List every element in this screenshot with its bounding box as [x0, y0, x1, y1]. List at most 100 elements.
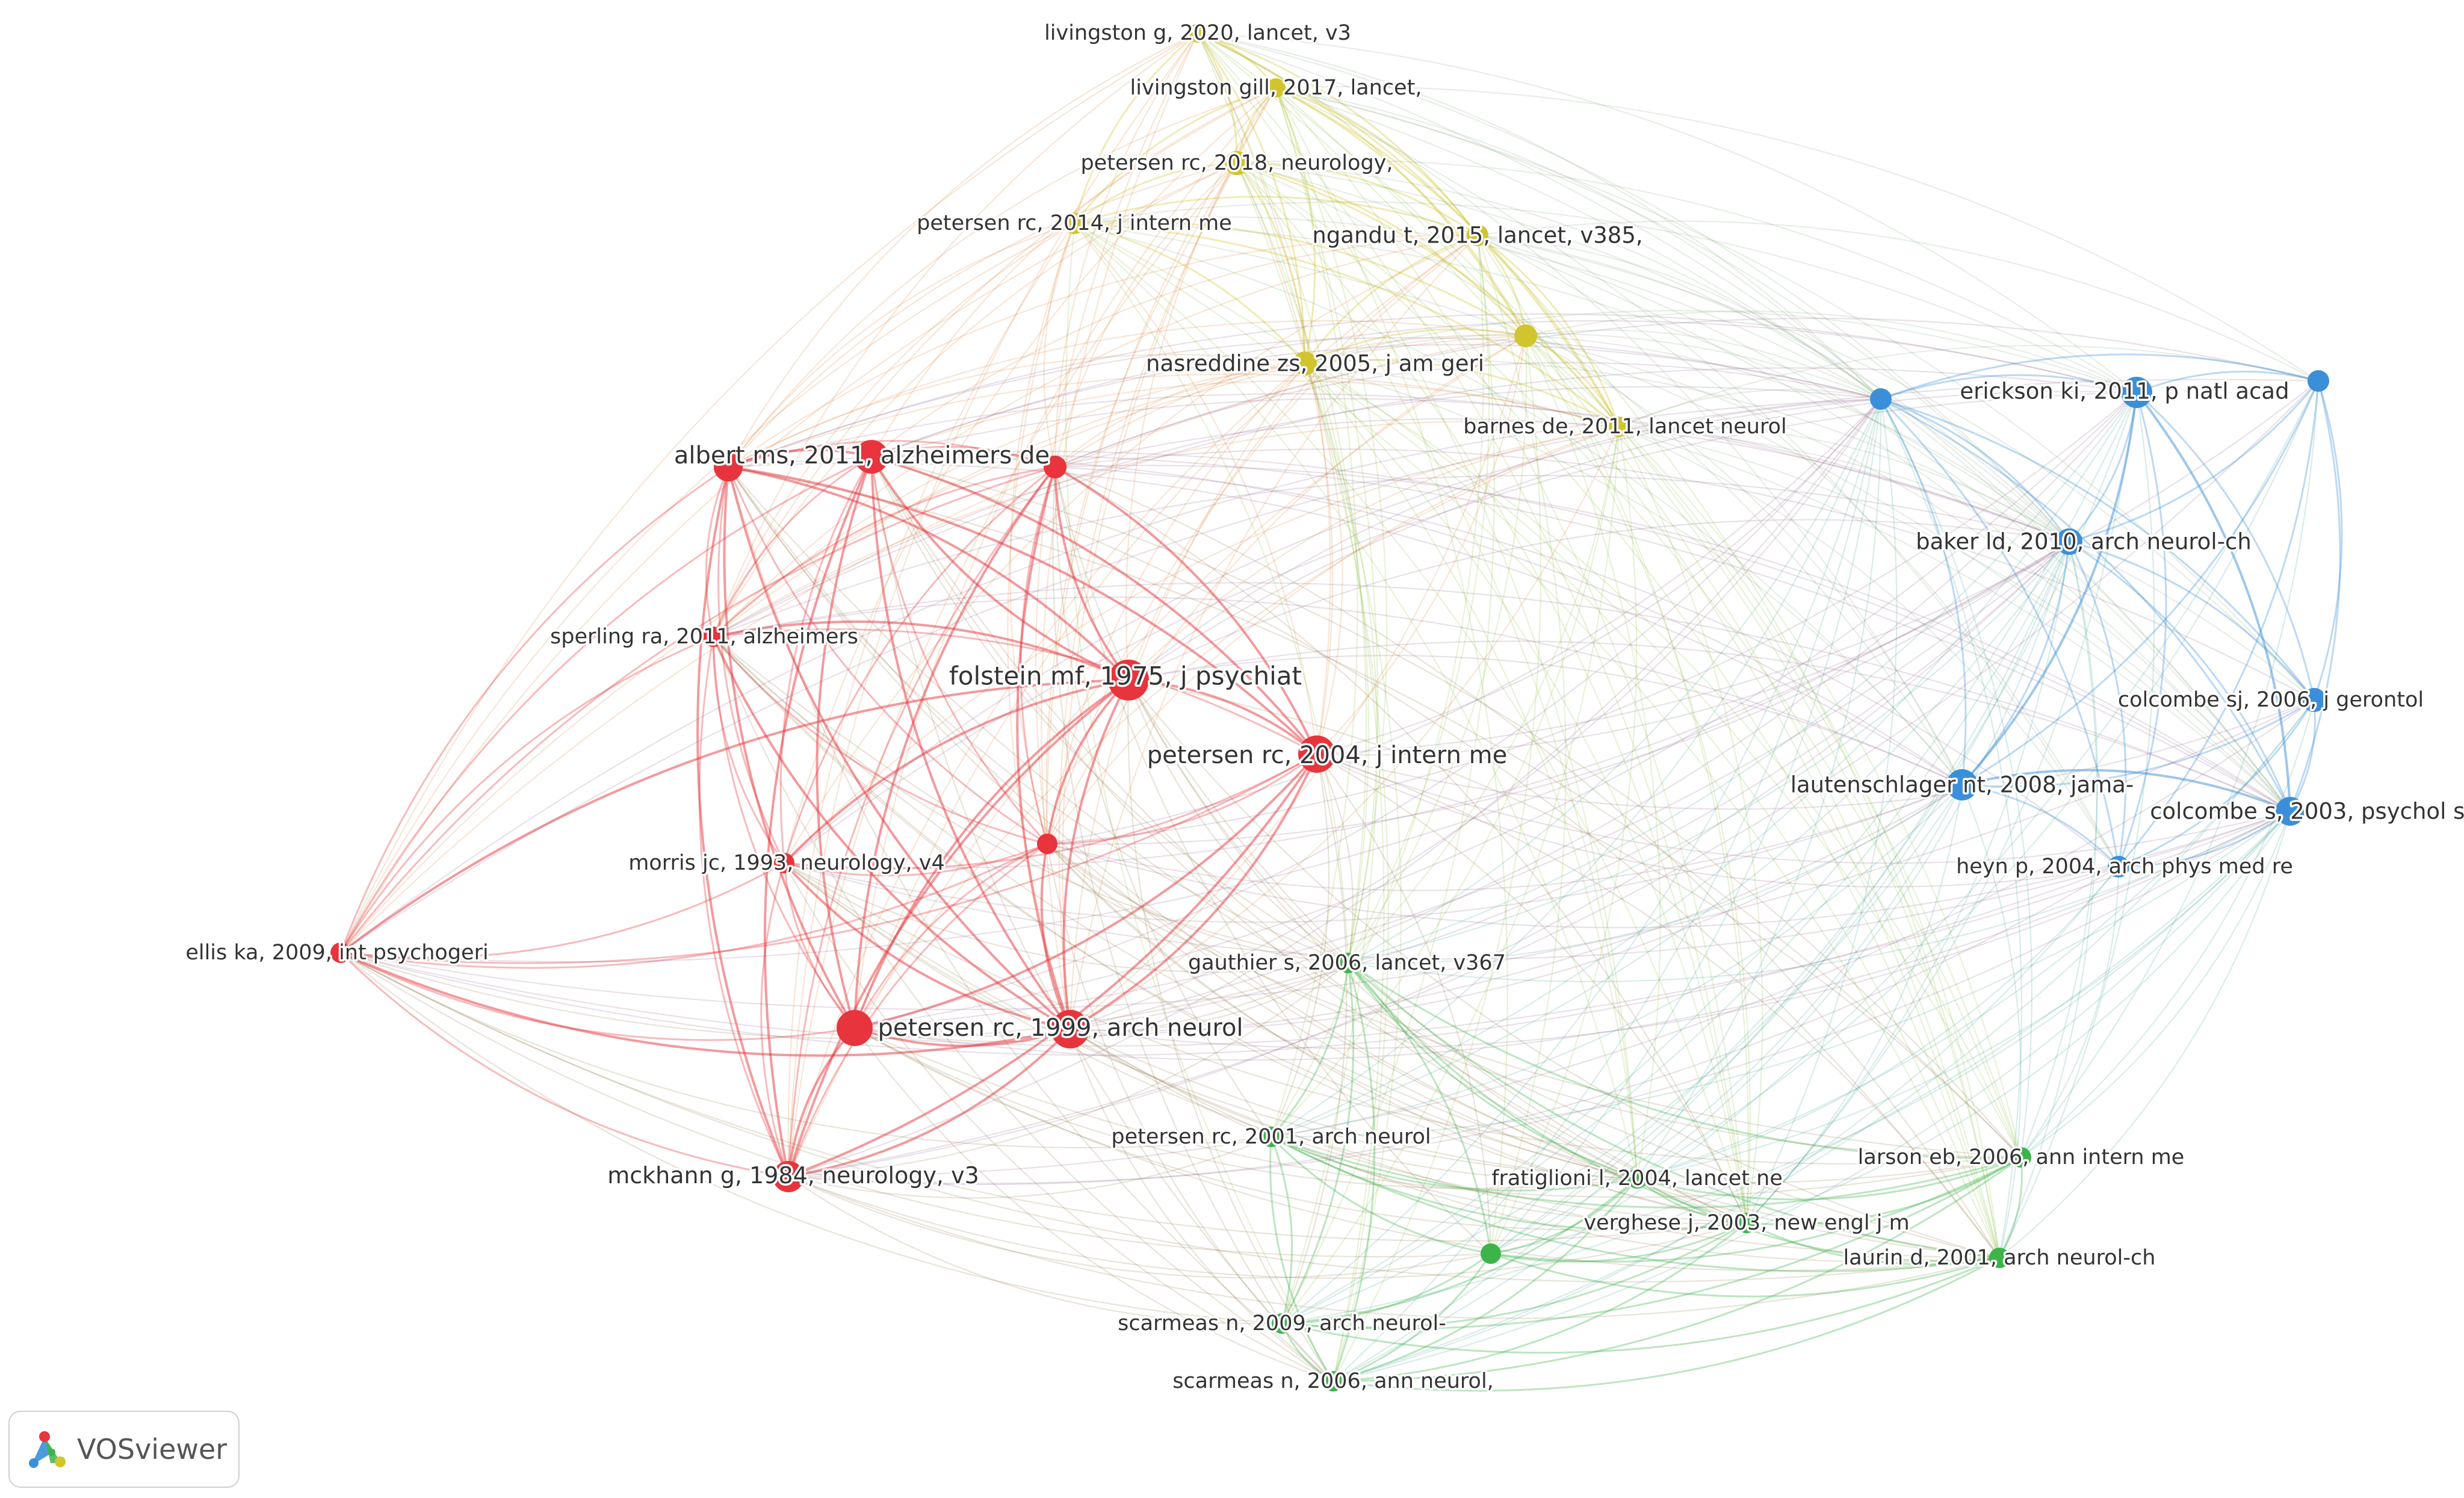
- node-red_unl2[interactable]: [1037, 834, 1057, 854]
- node-morris1993[interactable]: [774, 853, 794, 873]
- node-lautenschlager2008[interactable]: [1946, 769, 1978, 800]
- edge: [340, 952, 2000, 1283]
- edge: [787, 223, 1075, 1177]
- edge: [712, 636, 1048, 845]
- edge: [1999, 811, 2291, 1258]
- edge: [1069, 811, 2291, 1049]
- edge: [788, 380, 2319, 1178]
- edge: [1618, 389, 1881, 428]
- node-blue_unl2[interactable]: [2308, 370, 2329, 392]
- edge: [1047, 398, 1881, 845]
- node-folstein1975[interactable]: [1108, 660, 1149, 701]
- edge: [1047, 784, 1963, 891]
- edge: [2068, 541, 2127, 867]
- edge: [2069, 540, 2291, 812]
- node-verghese2003[interactable]: [1736, 1213, 1757, 1233]
- edge: [1236, 162, 1638, 1179]
- edge: [713, 636, 1747, 1224]
- node-fratiglioni2004[interactable]: [1627, 1168, 1647, 1189]
- node-petersen2001[interactable]: [1261, 1127, 1281, 1147]
- node-green_unl[interactable]: [1481, 1243, 1501, 1264]
- edge: [1746, 784, 1963, 1224]
- edge: [1074, 223, 1748, 1224]
- node-red_unl1[interactable]: [1044, 456, 1066, 478]
- node-heyn2004[interactable]: [2108, 856, 2129, 877]
- node-yellow_unl[interactable]: [1514, 324, 1537, 347]
- node-albert_b[interactable]: [855, 440, 888, 474]
- edge: [871, 234, 1478, 457]
- edge: [1069, 1029, 2000, 1263]
- node-laurin2001[interactable]: [1989, 1248, 2010, 1268]
- edge: [1348, 962, 2022, 1159]
- node-label-livingston2017: livingston gill, 2017, lancet,: [1130, 76, 1422, 100]
- edge: [728, 466, 1318, 755]
- edge: [1998, 1157, 2023, 1258]
- edge: [728, 354, 1305, 468]
- node-petersen1999[interactable]: [1051, 1010, 1089, 1048]
- node-gauthier2006[interactable]: [1338, 953, 1358, 973]
- node-label-lautenschlager2008: lautenschlager nt, 2008, jama-: [1791, 772, 2134, 798]
- node-livingston2020[interactable]: [1188, 23, 1207, 43]
- edge: [1477, 234, 2070, 542]
- node-scarmeas2009[interactable]: [1272, 1313, 1292, 1334]
- edge: [1127, 679, 1349, 964]
- edge: [340, 810, 2291, 1047]
- edge: [788, 1176, 1283, 1325]
- edge: [339, 952, 789, 1178]
- edge: [1525, 335, 2291, 812]
- edge: [1490, 1252, 2000, 1298]
- node-petersen2014[interactable]: [1063, 212, 1085, 234]
- edge: [1961, 380, 2320, 786]
- edge: [784, 862, 1747, 1224]
- label-layer: livingston g, 2020, lancet, v3livingston…: [184, 19, 2464, 1396]
- node-colcombe2006[interactable]: [2302, 688, 2326, 712]
- edge: [784, 753, 1317, 870]
- edge: [854, 1027, 1071, 1047]
- edge: [1281, 1156, 2022, 1330]
- node-ellis2009[interactable]: [330, 942, 351, 963]
- edge: [2135, 391, 2315, 701]
- node-colcombe2003[interactable]: [2276, 797, 2305, 826]
- edge: [1046, 843, 1334, 1382]
- edge: [1348, 811, 2291, 982]
- edge: [1477, 235, 2001, 1258]
- node-sperling2011[interactable]: [703, 627, 723, 647]
- vosviewer-logo: VOSviewer: [8, 1411, 240, 1488]
- node-label-barnes2011: barnes de, 2011, lancet neurol: [1463, 415, 1786, 439]
- node-petersen1999_b[interactable]: [837, 1010, 873, 1046]
- node-larson2006[interactable]: [2011, 1147, 2031, 1168]
- edge: [1333, 866, 2119, 1382]
- edge: [727, 466, 1071, 1030]
- node-barnes2011[interactable]: [1609, 416, 1629, 437]
- node-label-petersen2004: petersen rc, 2004, j intern me: [1147, 741, 1507, 769]
- node-label-larson2006: larson eb, 2006, ann intern me: [1858, 1145, 2185, 1169]
- edge: [1281, 541, 2070, 1324]
- node-mckhann1984[interactable]: [773, 1161, 804, 1192]
- edge: [728, 440, 1056, 468]
- node-label-sperling2011: sperling ra, 2011, alzheimers: [550, 625, 858, 649]
- edge: [713, 234, 1478, 637]
- vosviewer-icon: [29, 1431, 66, 1468]
- edge: [1477, 235, 1750, 1224]
- edge: [1880, 353, 2319, 400]
- node-petersen2004[interactable]: [1298, 735, 1336, 773]
- edge: [1128, 679, 2022, 1158]
- edge: [1047, 843, 1638, 1180]
- node-blue_unl1[interactable]: [1870, 388, 1892, 410]
- edge: [1236, 162, 2001, 1258]
- edge: [784, 862, 1334, 1382]
- node-label-albert2011: albert ms, 2011, alzheimers de: [674, 442, 1050, 469]
- node-albert2011[interactable]: [714, 453, 743, 481]
- node-livingston2017[interactable]: [1266, 78, 1286, 97]
- edge: [340, 843, 1048, 969]
- node-baker2010[interactable]: [2056, 528, 2082, 555]
- node-label-petersen2018: petersen rc, 2018, neurology,: [1080, 151, 1393, 175]
- node-scarmeas2006[interactable]: [1323, 1371, 1343, 1391]
- edge: [1275, 87, 2119, 867]
- node-nasreddine2005[interactable]: [1293, 351, 1317, 376]
- node-erickson2011[interactable]: [2121, 377, 2152, 408]
- edge: [728, 393, 2070, 543]
- edge: [1054, 32, 1198, 468]
- node-ngandu2015[interactable]: [1467, 224, 1488, 246]
- node-petersen2018[interactable]: [1225, 151, 1249, 175]
